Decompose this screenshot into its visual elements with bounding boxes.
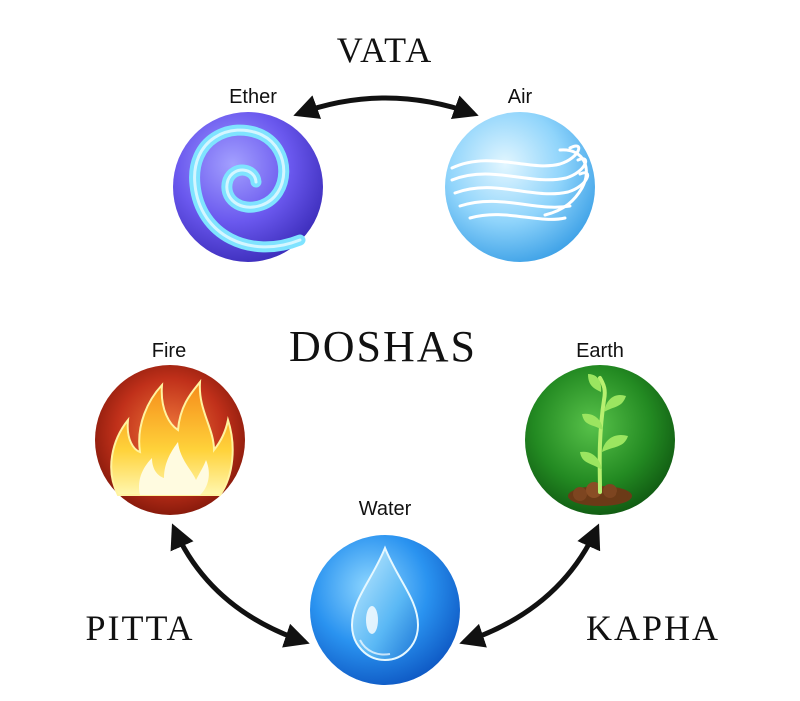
element-fire: [95, 365, 245, 515]
flame-icon: [110, 378, 234, 496]
element-label-ether: Ether: [229, 86, 277, 108]
diagram-title: DOSHAS: [289, 322, 477, 371]
arrow-fire-water: [170, 523, 310, 648]
element-label-fire: Fire: [152, 340, 186, 362]
element-ether: [173, 112, 323, 262]
sprout-icon: [568, 374, 632, 506]
dosha-label-vata: VATA: [337, 30, 433, 70]
dosha-label-kapha: KAPHA: [586, 608, 720, 648]
element-label-air: Air: [508, 86, 533, 108]
water-drop-icon: [350, 545, 420, 662]
element-air: [445, 112, 595, 262]
spiral-icon: [189, 124, 306, 253]
arrow-ether-air: [293, 95, 479, 120]
arrow-earth-water: [459, 523, 601, 648]
element-label-earth: Earth: [576, 340, 624, 362]
element-label-water: Water: [359, 498, 412, 520]
dosha-label-pitta: PITTA: [85, 608, 194, 648]
wind-icon: [450, 144, 590, 221]
element-earth: [525, 365, 675, 515]
element-water: [310, 535, 460, 685]
